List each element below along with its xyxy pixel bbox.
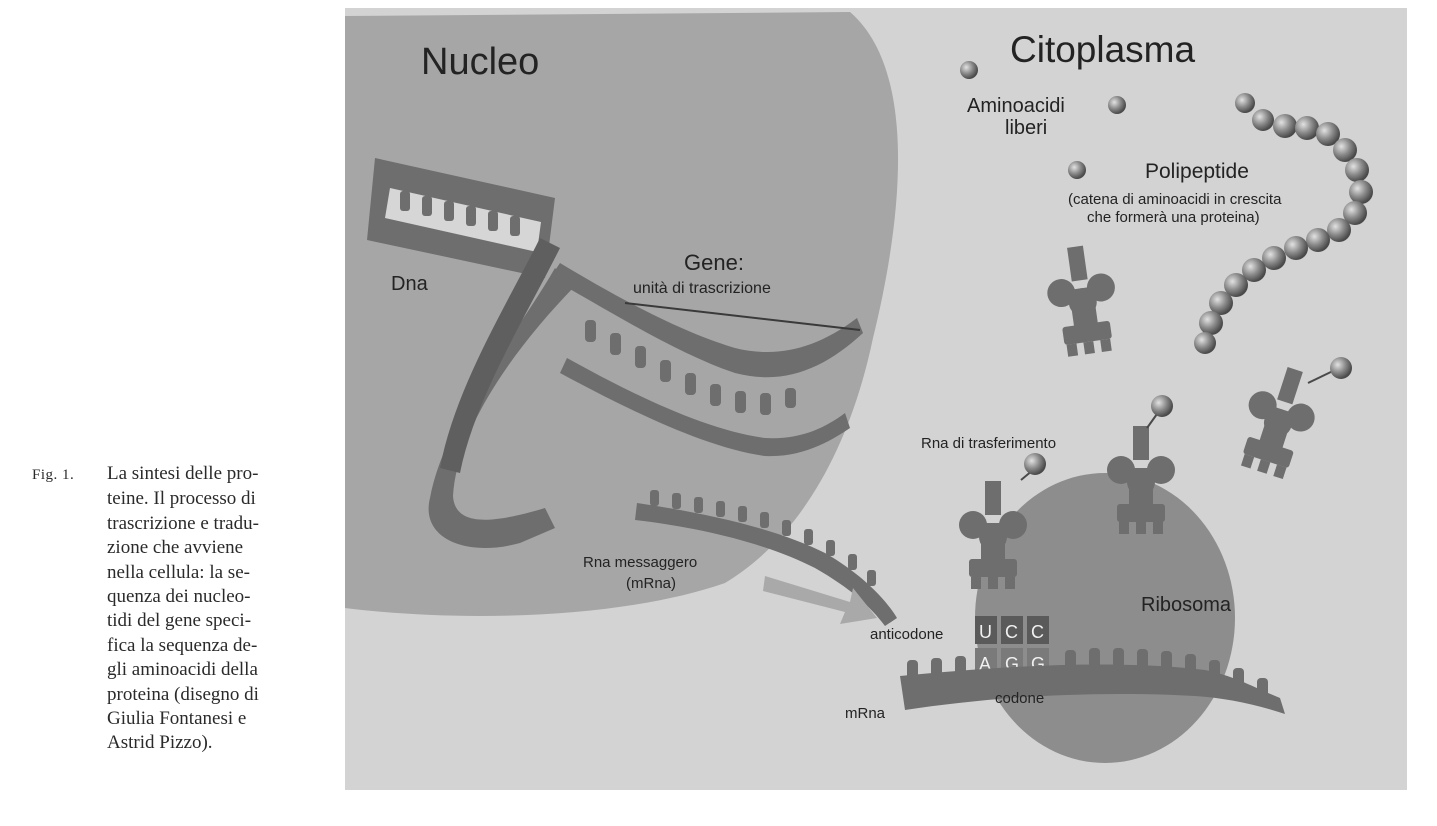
polypeptide-bead (1194, 332, 1216, 354)
polypeptide-title: Polipeptide (1145, 160, 1249, 183)
polypeptide-bead (1273, 114, 1297, 138)
caption-line: nella cellula: la se- (107, 561, 250, 583)
mrna-messenger-bases (650, 490, 876, 586)
anticodon-base: C (1005, 622, 1018, 642)
free-amino-acids-label-line2: liberi (1005, 117, 1047, 139)
gene-coding-strand (560, 358, 850, 457)
gene-subtitle: unità di trascrizione (633, 280, 771, 297)
polypeptide-description-line2: che formerà una proteina) (1087, 209, 1260, 226)
caption-line: fica la sequenza de- (107, 634, 258, 656)
protein-synthesis-diagram: Nucleo Citoplasma Dna G (345, 8, 1407, 790)
free-amino-acid-bead (960, 61, 978, 79)
anticodon-group: U C C (975, 616, 1049, 644)
polypeptide-bead (1306, 228, 1330, 252)
polypeptide-description-line1: (catena di aminoacidi in crescita (1068, 191, 1282, 208)
free-amino-acids-label-line1: Aminoacidi (967, 95, 1065, 117)
ribosome-label: Ribosoma (1141, 594, 1232, 616)
anticodon-base: U (979, 622, 992, 642)
gene-bases (585, 320, 796, 415)
amino-acid-bead (1151, 395, 1173, 417)
dna-bases (400, 191, 520, 236)
caption-line: teine. Il processo di (107, 488, 256, 510)
caption-line: zione che avviene (107, 537, 244, 559)
polypeptide-bead (1199, 311, 1223, 335)
polypeptide-bead (1316, 122, 1340, 146)
polypeptide-bead (1242, 258, 1266, 282)
nucleus-title: Nucleo (421, 41, 539, 83)
trna-label: Rna di trasferimento (921, 435, 1056, 452)
polypeptide-bead (1343, 201, 1367, 225)
caption-line: gli aminoacidi della (107, 659, 258, 681)
mrna-label: mRna (845, 705, 886, 722)
gene-pointer-line (624, 302, 861, 331)
caption-line: quenza dei nucleo- (107, 586, 251, 608)
polypeptide-bead (1252, 109, 1274, 131)
polypeptide-bead (1333, 138, 1357, 162)
caption-line: tidi del gene speci- (107, 610, 252, 632)
free-amino-acid-bead (1330, 357, 1352, 379)
dna-left-strand (440, 238, 560, 473)
export-arrow (763, 576, 877, 624)
polypeptide-bead (1327, 218, 1351, 242)
codon-label: codone (995, 690, 1044, 707)
free-amino-acid-bead (1068, 161, 1086, 179)
dna-lower-loop (428, 268, 573, 548)
cytoplasm-title: Citoplasma (1010, 29, 1195, 70)
trna-amino-link (1307, 369, 1336, 384)
polypeptide-chain (1194, 93, 1373, 354)
anticodon-label: anticodone (870, 626, 943, 643)
caption-line: Giulia Fontanesi e (107, 708, 247, 730)
polypeptide-bead (1262, 246, 1286, 270)
polypeptide-bead (1345, 158, 1369, 182)
trna-amino-link (1146, 413, 1158, 429)
polypeptide-bead (1349, 180, 1373, 204)
mrna-translation-bases (907, 648, 1268, 698)
mrna-messenger-label-line2: (mRna) (626, 575, 676, 592)
caption-line: trascrizione e tradu- (107, 512, 259, 534)
polypeptide-bead (1224, 273, 1248, 297)
gene-template-strand (550, 263, 863, 378)
mrna-messenger-label-line1: Rna messaggero (583, 554, 697, 571)
polypeptide-bead (1235, 93, 1255, 113)
mrna-translation-strand (900, 664, 1285, 714)
polypeptide-bead (1284, 236, 1308, 260)
dna-label: Dna (391, 273, 429, 295)
gene-title: Gene: (684, 250, 744, 275)
caption-line: La sintesi delle pro- (107, 463, 259, 484)
amino-acid-bead (1024, 453, 1046, 475)
caption-line: Astrid Pizzo). (107, 732, 213, 754)
caption-figure-number: Fig. 1. (32, 467, 75, 483)
dna-helix (367, 158, 863, 548)
anticodon-base: C (1031, 622, 1044, 642)
mrna-messenger-strand (635, 503, 897, 626)
polypeptide-bead (1209, 291, 1233, 315)
free-amino-acid-bead (1108, 96, 1126, 114)
figure-caption: Fig. 1. La sintesi delle pro- teine. Il … (32, 462, 318, 756)
caption-line: proteina (disegno di (107, 683, 259, 705)
polypeptide-bead (1295, 116, 1319, 140)
